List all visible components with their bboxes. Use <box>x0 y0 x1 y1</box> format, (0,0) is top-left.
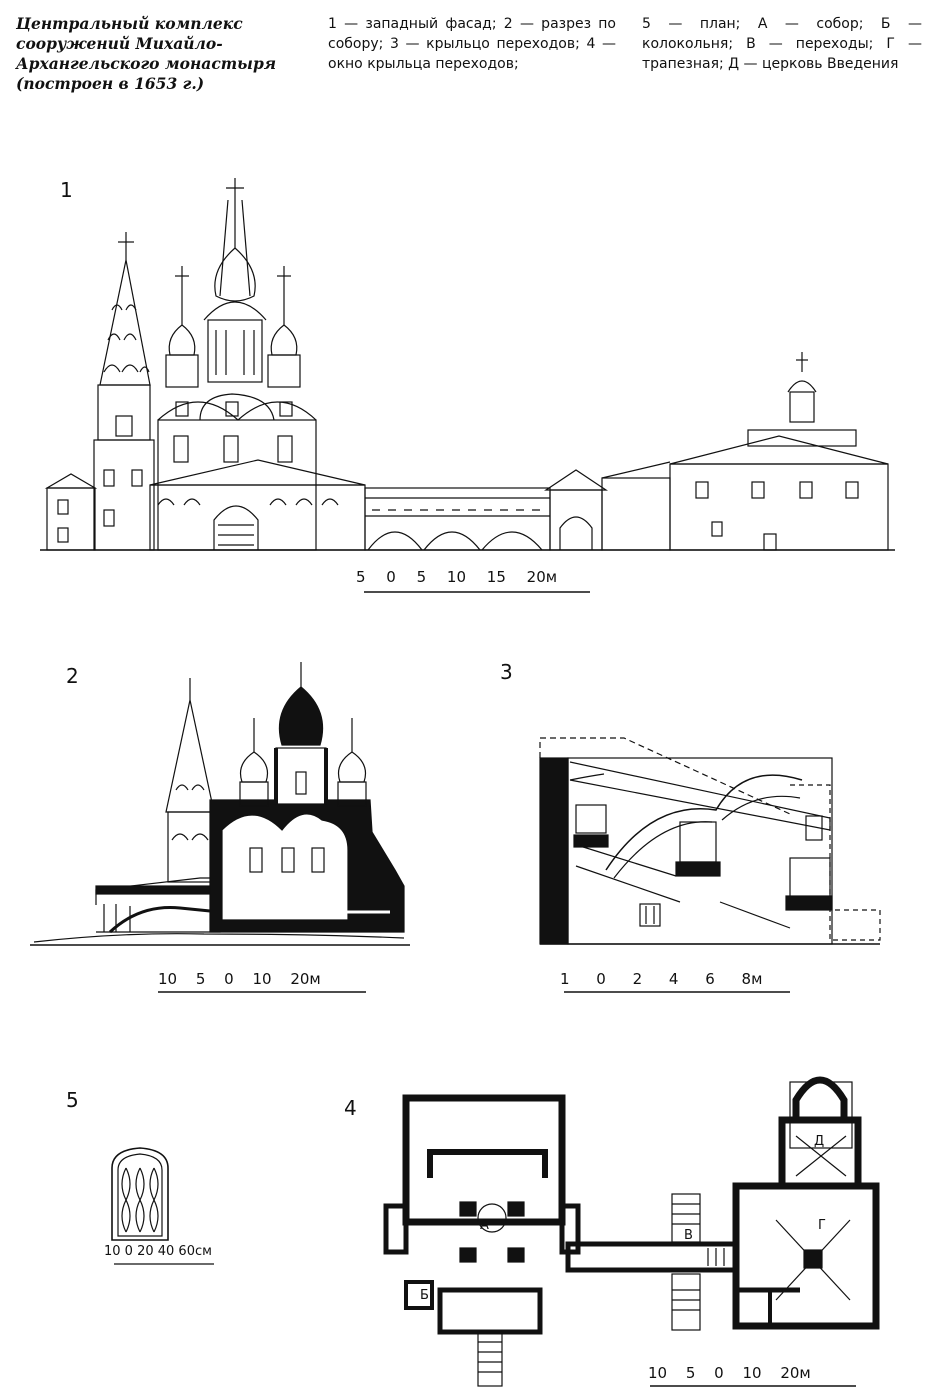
window-scale-label: 10 0 20 40 60см <box>104 1244 212 1259</box>
figure-number-1: 1 <box>60 178 73 202</box>
figure-number-2: 2 <box>66 664 79 688</box>
window-drawing <box>111 1147 169 1241</box>
section-scale-label: 10 5 0 10 20м <box>158 970 321 988</box>
plan-label-bell-tower: Б <box>420 1288 429 1303</box>
plan-label-cathedral: А <box>480 1218 489 1233</box>
plan-scale-label: 10 5 0 10 20м <box>648 1364 811 1382</box>
plan-label-refectory: Г <box>818 1218 826 1233</box>
caption-title: Центральный комплекс сооружений Михайло-… <box>16 14 277 93</box>
caption-legend-a: 1 — западный фасад; 2 — разрез по собору… <box>328 16 616 72</box>
plan-label-church: Д <box>814 1134 825 1149</box>
figure-number-5: 5 <box>66 1088 79 1112</box>
figure-number-4: 4 <box>344 1096 357 1120</box>
caption-legend-b: 5 — план; А — собор; Б — колокольня; В —… <box>642 16 922 72</box>
plan-label-passages: В <box>684 1228 693 1243</box>
porch-scale-label: 1 0 2 4 6 8м <box>560 970 763 988</box>
facade-scale-label: 5 0 5 10 15 20м <box>356 568 558 586</box>
porch-drawing <box>539 737 881 945</box>
figure-number-3: 3 <box>500 660 513 684</box>
section-drawing <box>30 662 410 946</box>
facade-drawing <box>40 178 895 551</box>
plan-drawing <box>383 1076 880 1387</box>
